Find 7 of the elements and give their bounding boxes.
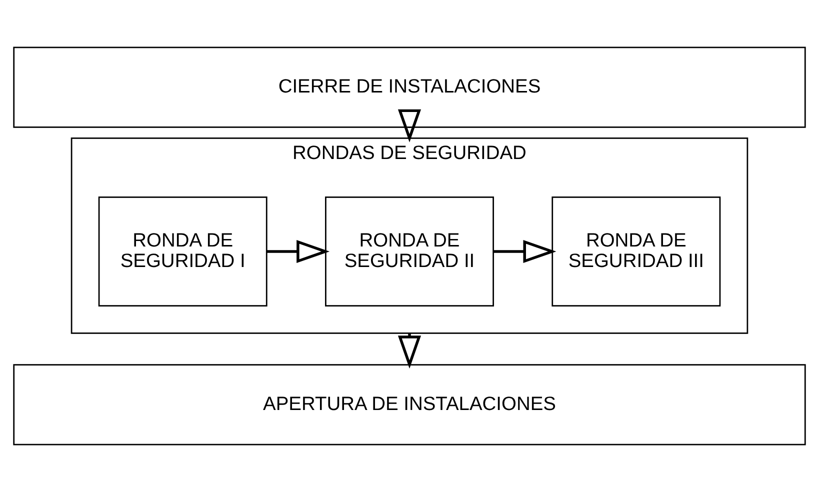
arrow — [494, 239, 556, 263]
arrow — [398, 108, 422, 142]
node-box: RONDA DE SEGURIDAD I — [98, 196, 268, 306]
node-box: RONDA DE SEGURIDAD II — [325, 196, 494, 306]
node-box: RONDA DE SEGURIDAD III — [552, 196, 721, 306]
arrow — [266, 239, 330, 263]
node-box: APERTURA DE INSTALACIONES — [13, 364, 806, 445]
